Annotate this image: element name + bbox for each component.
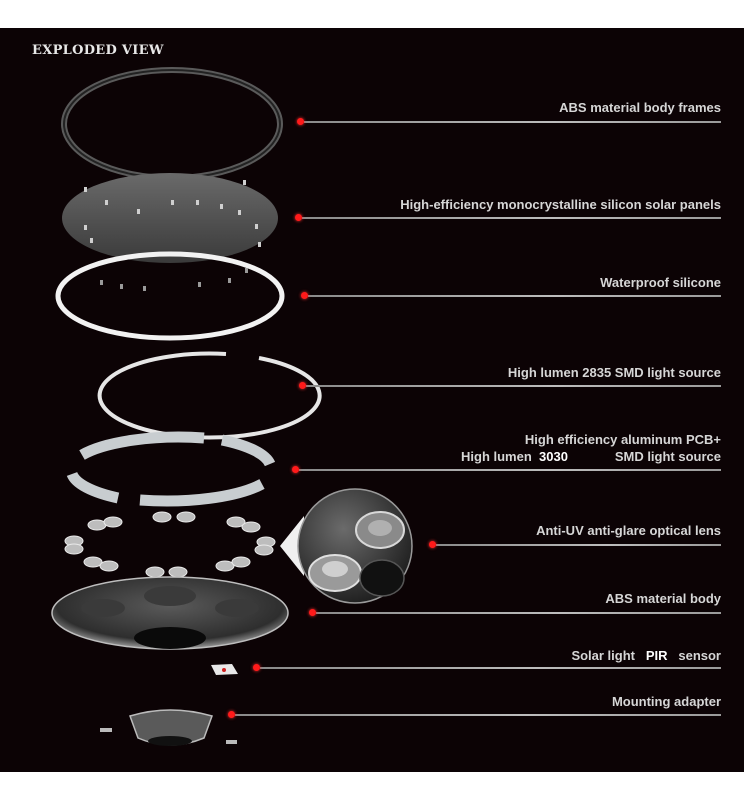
exploded-view-panel: EXPLODED VIEW [0, 28, 744, 772]
label-waterproof-silicone: Waterproof silicone [600, 275, 721, 290]
body-frame-ring [61, 67, 283, 181]
label-pcb-prefix: High lumen [461, 449, 532, 464]
label-mounting-adapter: Mounting adapter [611, 694, 721, 709]
marker-dot [301, 292, 308, 299]
marker-dot [228, 711, 235, 718]
marker-dot [429, 541, 436, 548]
leader-line [316, 612, 721, 614]
leader-line [302, 217, 721, 219]
leader-line [235, 714, 721, 716]
label-pcb-line1: High efficiency aluminum PCB+ [524, 432, 721, 447]
page-title: EXPLODED VIEW [32, 43, 164, 58]
label-pir-bold: PIR [645, 648, 668, 663]
leader-line [308, 295, 721, 297]
label-abs-body: ABS material body [605, 591, 721, 606]
leader-line [436, 544, 721, 546]
abs-body-shell [51, 576, 289, 650]
marker-dot [297, 118, 304, 125]
label-pir-sensor: Solar light PIR sensor [571, 648, 721, 663]
label-solar-panels: High-efficiency monocrystalline silicon … [400, 197, 721, 212]
aluminum-pcb-ring [66, 431, 276, 507]
pir-sensor-chip [211, 664, 238, 675]
label-pir-suffix: sensor [678, 648, 721, 663]
label-smd-2835: High lumen 2835 SMD light source [507, 365, 721, 380]
label-pcb-line2: High lumen 3030 SMD light source [461, 449, 721, 464]
label-pcb-suffix: SMD light source [614, 449, 721, 464]
label-body-frames: ABS material body frames [559, 100, 721, 115]
exploded-diagram-illustration [51, 67, 413, 746]
waterproof-silicone-ring [55, 251, 285, 341]
leader-line [299, 469, 721, 471]
lens-magnifier-callout [280, 488, 413, 604]
smd-2835-light-ring [97, 351, 322, 440]
label-optical-lens: Anti-UV anti-glare optical lens [536, 523, 721, 538]
marker-dot [292, 466, 299, 473]
leader-line [260, 667, 721, 669]
leader-line [306, 385, 721, 387]
marker-dot [299, 382, 306, 389]
marker-dot [309, 609, 316, 616]
label-pir-prefix: Solar light [571, 648, 635, 663]
solar-panel-disc [62, 173, 278, 263]
marker-dot [295, 214, 302, 221]
label-pcb-bold: 3030 [539, 449, 568, 464]
small-lens-array [64, 511, 276, 578]
marker-dot [253, 664, 260, 671]
mounting-adapter-cup [100, 709, 237, 746]
leader-line [304, 121, 721, 123]
